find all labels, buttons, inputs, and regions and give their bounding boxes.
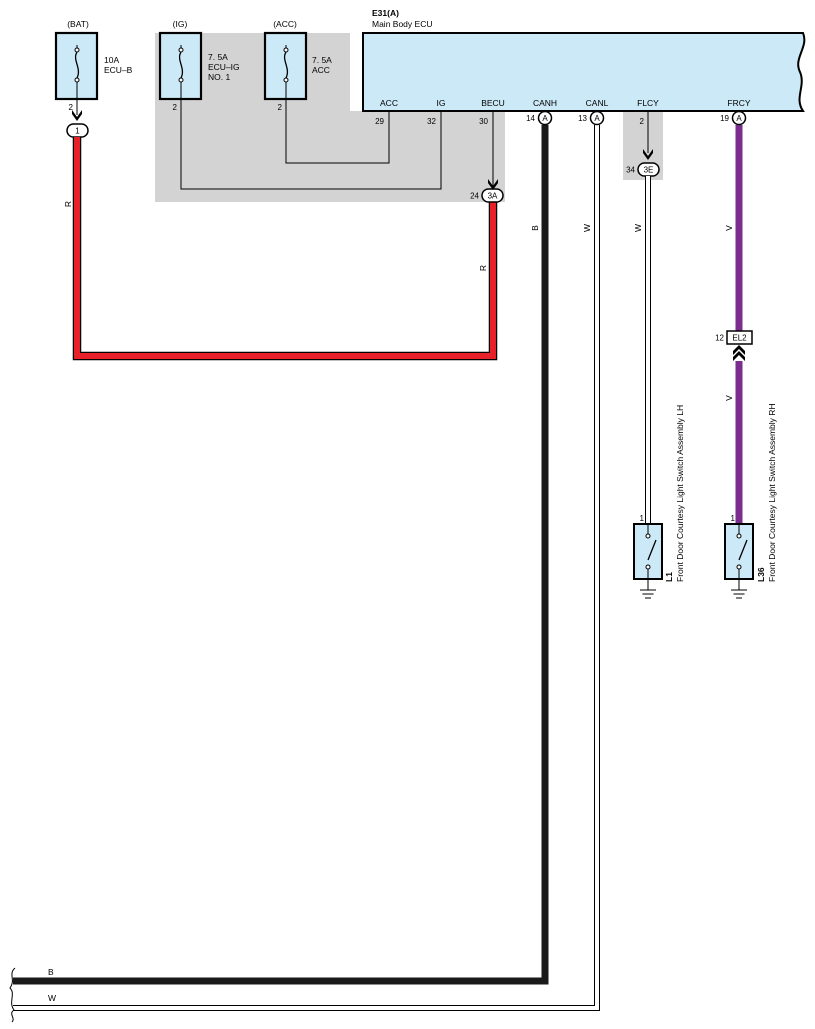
junction-3a-label: 3A (488, 192, 498, 201)
wire-bat-color-right: R (478, 265, 488, 271)
terminal-canl-pin: 13 (578, 114, 587, 123)
fuse-acc-header: (ACC) (273, 19, 297, 29)
terminal-frcy-label: FRCY (727, 98, 750, 108)
ecu-name: Main Body ECU (372, 19, 432, 29)
switch-l1: 1 L1 Front Door Courtesy Light Switch As… (633, 405, 685, 599)
wire-canl-color-bottom: W (48, 993, 56, 1003)
el2-chevron-2 (733, 351, 745, 361)
terminal-becu-pin: 30 (479, 117, 488, 126)
junction-3a-pin: 24 (470, 192, 479, 201)
wire-flcy-color: W (633, 224, 643, 232)
fuse-acc-name: ACC (312, 65, 330, 75)
wire-break-mark (9, 967, 16, 1023)
ecu-code: E31(A) (372, 8, 399, 18)
j3a-chevron (488, 179, 498, 190)
switch-l36-name: Front Door Courtesy Light Switch Assembl… (767, 403, 777, 582)
terminal-acc-pin: 29 (375, 117, 384, 126)
terminal-canl-label: CANL (586, 98, 609, 108)
el2-chevron (733, 345, 745, 355)
canh-connector (537, 110, 553, 126)
ecu-body (362, 32, 806, 112)
junction-3e-label: 3E (644, 166, 654, 175)
fuse-bat-pin: 2 (69, 103, 74, 112)
fuse-bat-amp: 10A (104, 55, 119, 65)
switch-l36-pin: 1 (731, 514, 736, 523)
wire-bat-color-left: R (63, 201, 73, 207)
switch-l36-code: L36 (756, 567, 766, 582)
terminal-flcy-label: FLCY (637, 98, 659, 108)
j1-chevron (72, 110, 82, 121)
canl-connector-label: A (594, 114, 600, 123)
fuse-bat-header: (BAT) (67, 19, 89, 29)
junction-block-shade (155, 33, 505, 202)
fuse-ig: (IG) 7. 5A ECU–IG NO. 1 2 (158, 19, 240, 112)
terminal-ig-label: IG (437, 98, 446, 108)
canl-connector (589, 110, 605, 126)
canh-connector-label: A (542, 114, 548, 123)
fuse-ig-name2: NO. 1 (208, 72, 230, 82)
frcy-connector (731, 110, 747, 126)
wire-frcy-color-lower: V (724, 395, 734, 401)
fuse-ig-name: ECU–IG (208, 62, 240, 72)
wire-canh (13, 125, 549, 985)
switch-l1-code: L1 (664, 572, 674, 582)
terminal-acc-label: ACC (380, 98, 398, 108)
fuse-acc: (ACC) 7. 5A ACC 2 (263, 19, 332, 112)
fuse-acc-amp: 7. 5A (312, 55, 332, 65)
switch-l1-pin: 1 (640, 514, 645, 523)
frcy-connector-label: A (736, 114, 742, 123)
wire-frcy-color-upper: V (724, 225, 734, 231)
fuse-bat-name: ECU–B (104, 65, 133, 75)
wire-canh-color-bottom: B (48, 967, 54, 977)
junction-3a (481, 188, 504, 203)
wire-canl-core (13, 125, 599, 1010)
wire-canh-color: B (530, 225, 540, 231)
wire-ig-internal (180, 99, 442, 190)
terminal-canh-label: CANH (533, 98, 557, 108)
fuse-bat: (BAT) 10A ECU–B 2 (54, 19, 133, 112)
switch-l1-name: Front Door Courtesy Light Switch Assembl… (675, 405, 685, 582)
switch-l36: 1 L36 Front Door Courtesy Light Switch A… (724, 403, 777, 599)
junction-el2-label: EL2 (732, 334, 747, 343)
j3e-chevron (643, 149, 653, 160)
terminal-becu-label: BECU (481, 98, 505, 108)
junction-el2 (726, 330, 753, 345)
fuse-acc-pin: 2 (278, 103, 283, 112)
wire-bat-becu-core (74, 137, 496, 359)
junction-el2-pin: 12 (715, 334, 724, 343)
terminal-ig-pin: 32 (427, 117, 436, 126)
terminal-canh-pin: 14 (526, 114, 535, 123)
junction-1-label: 1 (75, 127, 80, 136)
wire-acc-internal (285, 99, 390, 164)
fuse-ig-pin: 2 (173, 103, 178, 112)
fuse-ig-header: (IG) (173, 19, 188, 29)
terminal-frcy-pin: 19 (720, 114, 729, 123)
wire-canl (13, 125, 600, 1011)
terminal-flcy-pin: 2 (640, 117, 645, 126)
wire-canl-color: W (582, 224, 592, 232)
fuse-ig-amp: 7. 5A (208, 52, 228, 62)
junction-3e-pin: 34 (626, 166, 635, 175)
